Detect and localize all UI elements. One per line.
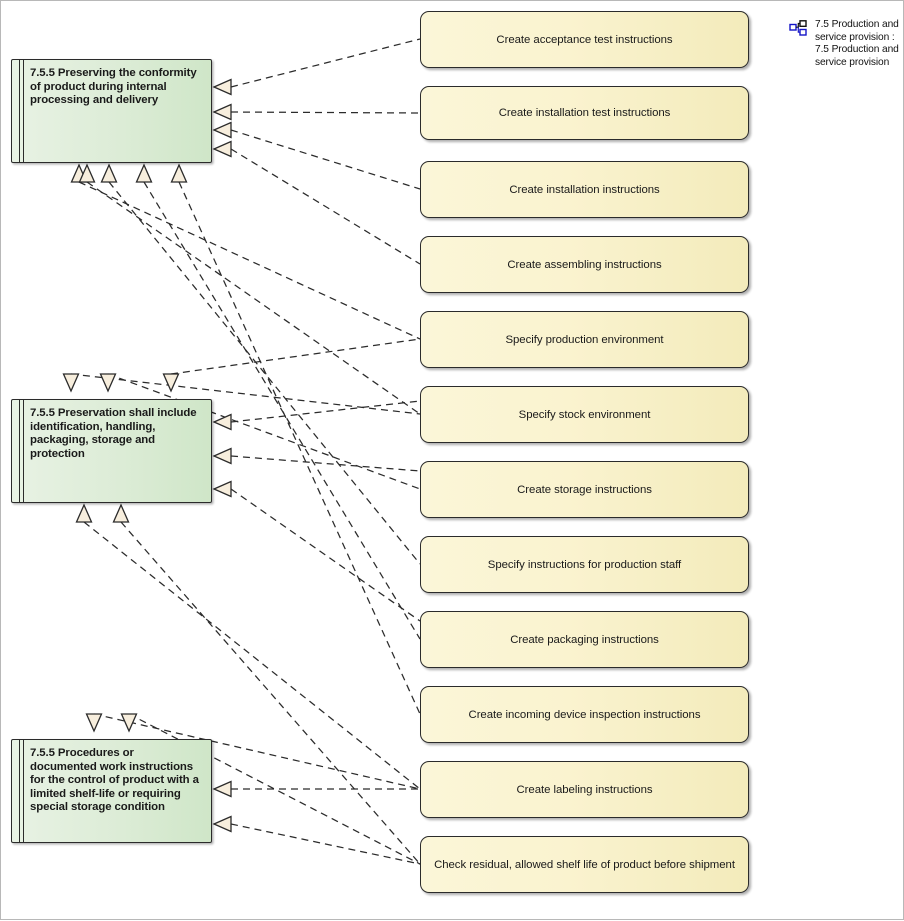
connector-line (230, 111, 421, 114)
connector-line (230, 148, 421, 265)
requirement-box[interactable]: 7.5.5 Preservation shall include identif… (11, 399, 212, 503)
requirement-label: 7.5.5 Preserving the conformity of produ… (30, 67, 197, 107)
connector-line (230, 38, 421, 88)
connector-arrowhead (212, 780, 232, 798)
connector-arrowhead (212, 480, 232, 498)
activity-label: Specify stock environment (518, 408, 651, 421)
activity-box[interactable]: Create storage instructions (420, 461, 749, 518)
requirement-box[interactable]: 7.5.5 Procedures or documented work inst… (11, 739, 212, 843)
connector-arrowhead (62, 373, 80, 393)
connector-line (230, 823, 421, 865)
activity-box[interactable]: Create installation test instructions (420, 86, 749, 140)
connector-arrowhead (100, 163, 118, 183)
activity-box[interactable]: Specify stock environment (420, 386, 749, 443)
activity-label: Create installation instructions (509, 183, 660, 196)
connector-line (86, 181, 421, 415)
activity-box[interactable]: Specify instructions for production staf… (420, 536, 749, 593)
activity-label: Specify production environment (505, 333, 664, 346)
connector-arrowhead (212, 447, 232, 465)
connector-arrowhead (212, 413, 232, 431)
activity-label: Create installation test instructions (498, 107, 671, 119)
connector-arrowhead (135, 163, 153, 183)
connector-line (230, 400, 421, 423)
connector-line (230, 129, 421, 190)
activity-label: Create incoming device inspection instru… (468, 708, 701, 721)
requirement-marker-line (19, 60, 21, 162)
connector-arrowhead (85, 713, 103, 733)
connector-arrowhead (112, 503, 130, 523)
activity-box[interactable]: Create labeling instructions (420, 761, 749, 818)
connector-arrowhead (120, 713, 138, 733)
activity-label: Specify instructions for production staf… (487, 558, 682, 571)
connector-line (178, 181, 421, 715)
activity-box[interactable]: Create installation instructions (420, 161, 749, 218)
legend: 7.5 Production and service provision : 7… (789, 19, 901, 69)
activity-label: Create packaging instructions (510, 633, 659, 646)
connector-arrowhead (75, 503, 93, 523)
connector-line (78, 181, 421, 340)
activity-label: Create acceptance test instructions (496, 33, 673, 46)
requirement-marker-line (19, 740, 21, 842)
connector-arrowhead (70, 163, 88, 183)
activity-box[interactable]: Create incoming device inspection instru… (420, 686, 749, 743)
connector-line (230, 455, 421, 472)
activity-label: Create assembling instructions (507, 258, 662, 271)
connector-arrowhead (212, 78, 232, 96)
activity-label: Create labeling instructions (516, 783, 653, 796)
activity-box[interactable]: Create packaging instructions (420, 611, 749, 668)
requirement-marker-line (23, 400, 25, 502)
requirement-box[interactable]: 7.5.5 Preserving the conformity of produ… (11, 59, 212, 163)
connector-line (108, 181, 421, 565)
connector-arrowhead (170, 163, 188, 183)
connector-line (170, 338, 421, 375)
activity-label: Create storage instructions (517, 483, 652, 496)
activity-box[interactable]: Create assembling instructions (420, 236, 749, 293)
connector-arrowhead (212, 103, 232, 121)
connector-arrowhead (212, 140, 232, 158)
requirement-marker-line (19, 400, 21, 502)
activity-box[interactable]: Specify production environment (420, 311, 749, 368)
connector-arrowhead (162, 373, 180, 393)
connector-arrowhead (212, 815, 232, 833)
requirement-label: 7.5.5 Preservation shall include identif… (30, 407, 197, 460)
requirement-marker-line (23, 740, 25, 842)
activity-box[interactable]: Create acceptance test instructions (420, 11, 749, 68)
connector-arrowhead (78, 163, 96, 183)
legend-label: 7.5 Production and service provision : 7… (815, 19, 899, 68)
connector-arrowhead (212, 121, 232, 139)
activity-box[interactable]: Check residual, allowed shelf life of pr… (420, 836, 749, 893)
diagram-hierarchy-icon (789, 20, 807, 36)
requirement-marker-line (23, 60, 25, 162)
connector-arrowhead (99, 373, 117, 393)
activity-label: Check residual, allowed shelf life of pr… (434, 858, 735, 871)
requirement-label: 7.5.5 Procedures or documented work inst… (30, 747, 199, 814)
connector-line (230, 488, 421, 622)
